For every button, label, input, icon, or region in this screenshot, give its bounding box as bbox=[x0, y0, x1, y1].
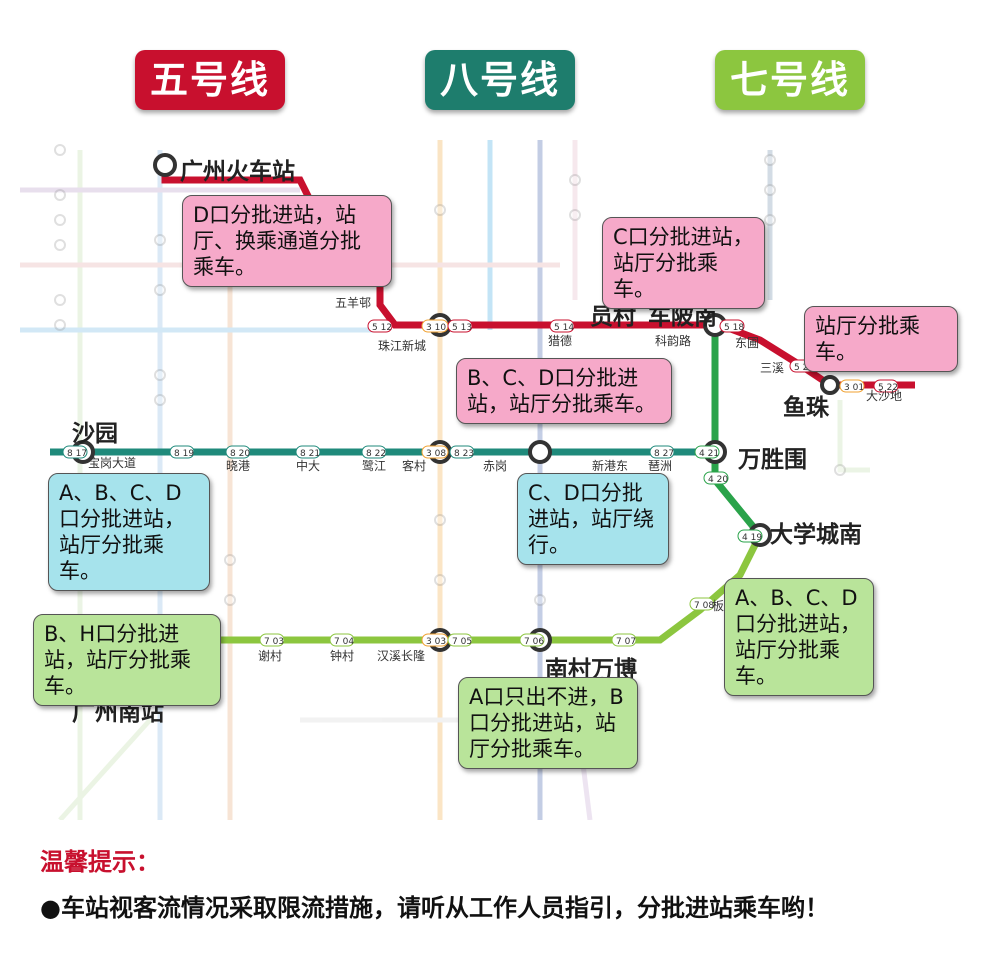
callout-shayuan: A、B、C、D口分批进站，站厅分批乘车。 bbox=[48, 473, 210, 591]
tip-body: ●车站视客流情况采取限流措施，请听从工作人员指引，分批进站乘车哟！ bbox=[40, 894, 829, 922]
station-name-guangzhou-railway: 广州火车站 bbox=[180, 159, 295, 185]
code-label: 5 14 bbox=[554, 323, 574, 333]
tab-line5: 五号线 bbox=[135, 50, 285, 110]
code-label: 8 21 bbox=[300, 449, 320, 459]
code-label: 7 05 bbox=[452, 637, 472, 647]
callout-yuancun: B、C、D口分批进站，站厅分批乘车。 bbox=[456, 358, 672, 424]
station-baogangdadao: 宝岗大道 bbox=[88, 456, 136, 470]
station-xingangdong: 新港东 bbox=[592, 458, 628, 473]
callout-nancunwanbo: A口只出不进，B口分批进站，站厅分批乘车。 bbox=[458, 677, 638, 769]
tab-line7: 七号线 bbox=[715, 50, 865, 110]
code-badge: 7 03 bbox=[259, 633, 285, 647]
station-keyunlu: 科韵路 bbox=[655, 333, 691, 348]
code-badge: 3 03 bbox=[421, 633, 449, 647]
callout-daxuechengnan: A、B、C、D口分批进站，站厅分批乘车。 bbox=[724, 578, 874, 696]
code-label: 7 08 bbox=[694, 601, 714, 611]
station-name-wanshengwei: 万胜围 bbox=[738, 447, 807, 473]
callout-guangzhounan: B、H口分批进站，站厅分批乘车。 bbox=[33, 614, 221, 706]
station-liede: 猎德 bbox=[548, 333, 572, 348]
station-dashadi: 大沙地 bbox=[866, 389, 902, 403]
code-badge: 7 07 bbox=[611, 633, 637, 647]
code-label: 3 03 bbox=[426, 637, 446, 647]
code-label: 8 22 bbox=[366, 449, 386, 459]
station-labels: 五羊邨 珠江新城 猎德 科韵路 东圃 三溪 大沙地 宝岗大道 晓港 中大 鹭江 … bbox=[88, 295, 902, 663]
code-label: 8 19 bbox=[174, 449, 194, 459]
interchange-yuzhu bbox=[820, 375, 840, 395]
code-badge: 3 08 bbox=[421, 445, 449, 459]
station-code-badges: 5 12 3 10 5 13 5 14 5 18 5 20 3 01 5 22 … bbox=[62, 319, 899, 647]
background-station-dots bbox=[54, 144, 846, 606]
station-xiaogang: 晓港 bbox=[226, 459, 250, 473]
code-badge: 3 10 bbox=[421, 319, 449, 333]
station-name-shayuan: 沙园 bbox=[72, 421, 118, 447]
station-name-yuzhu: 鱼珠 bbox=[783, 395, 829, 421]
interchange-chigang bbox=[528, 440, 552, 464]
code-label: 4 21 bbox=[699, 449, 719, 459]
code-label: 5 12 bbox=[372, 323, 392, 333]
code-label: 7 07 bbox=[616, 637, 636, 647]
code-badge: 7 08 bbox=[689, 597, 715, 611]
code-badge: 5 18 bbox=[719, 319, 745, 333]
code-label: 5 20 bbox=[794, 363, 814, 373]
station-dongpu: 东圃 bbox=[735, 336, 759, 350]
code-badge: 3 01 bbox=[839, 379, 865, 393]
code-badge: 7 05 bbox=[447, 633, 473, 647]
code-badge: 5 13 bbox=[447, 319, 473, 333]
code-label: 3 08 bbox=[426, 449, 446, 459]
code-badge: 8 27 bbox=[649, 445, 675, 459]
code-label: 4 19 bbox=[742, 533, 762, 543]
code-badge: 8 21 bbox=[295, 445, 321, 459]
station-sanxi: 三溪 bbox=[760, 361, 784, 375]
code-label: 8 23 bbox=[454, 449, 474, 459]
tab-line8: 八号线 bbox=[425, 50, 575, 110]
station-zhongda: 中大 bbox=[296, 458, 320, 473]
callout-chebeinan: C口分批进站，站厅分批乘车。 bbox=[602, 217, 765, 309]
station-pazhou: 琶洲 bbox=[648, 459, 672, 473]
code-label: 3 10 bbox=[426, 323, 446, 333]
code-badge: 5 12 bbox=[367, 319, 393, 333]
code-badge: 5 14 bbox=[549, 319, 575, 333]
code-badge: 4 20 bbox=[703, 471, 729, 485]
callout-yuzhu: 站厅分批乘车。 bbox=[804, 306, 958, 372]
code-badge: 8 22 bbox=[361, 445, 387, 459]
station-wuyangcun: 五羊邨 bbox=[335, 295, 371, 310]
station-xiecun: 谢村 bbox=[258, 648, 282, 663]
code-badge: 4 19 bbox=[737, 529, 763, 543]
code-label: 8 27 bbox=[654, 449, 674, 459]
station-name-daxuechengnan: 大学城南 bbox=[770, 522, 862, 548]
code-label: 5 13 bbox=[452, 323, 472, 333]
station-lujiang: 鹭江 bbox=[362, 458, 386, 473]
code-label: 3 01 bbox=[844, 383, 864, 393]
code-label: 7 06 bbox=[524, 637, 544, 647]
station-hanxichanglong: 汉溪长隆 bbox=[377, 648, 425, 663]
code-badge: 8 19 bbox=[169, 445, 195, 459]
line4-route bbox=[711, 325, 763, 538]
tip-title: 温馨提示： bbox=[40, 848, 160, 876]
station-kecun: 客村 bbox=[402, 458, 426, 473]
station-zhujiangxincheng: 珠江新城 bbox=[378, 338, 426, 353]
code-label: 8 20 bbox=[230, 449, 250, 459]
code-label: 7 03 bbox=[264, 637, 284, 647]
code-label: 7 04 bbox=[334, 637, 354, 647]
station-chigang: 赤岗 bbox=[483, 459, 507, 473]
interchange-guangzhou-railway bbox=[153, 153, 177, 177]
code-badge: 7 04 bbox=[329, 633, 355, 647]
code-badge: 4 21 bbox=[694, 445, 720, 459]
code-badge: 8 20 bbox=[225, 445, 251, 459]
code-badge: 5 22 bbox=[873, 379, 899, 393]
callout-guangzhou-railway: D口分批进站，站厅、换乘通道分批乘车。 bbox=[182, 195, 392, 287]
code-badge: 8 23 bbox=[449, 445, 475, 459]
code-badge: 7 06 bbox=[519, 633, 545, 647]
code-label: 4 20 bbox=[708, 475, 728, 485]
code-label: 8 17 bbox=[67, 449, 87, 459]
station-zhongcun: 钟村 bbox=[330, 648, 354, 663]
code-label: 5 22 bbox=[878, 383, 898, 393]
callout-wanshengwei: C、D口分批进站，站厅绕行。 bbox=[517, 473, 669, 565]
code-badge: 8 17 bbox=[62, 445, 88, 459]
code-label: 5 18 bbox=[724, 323, 744, 333]
